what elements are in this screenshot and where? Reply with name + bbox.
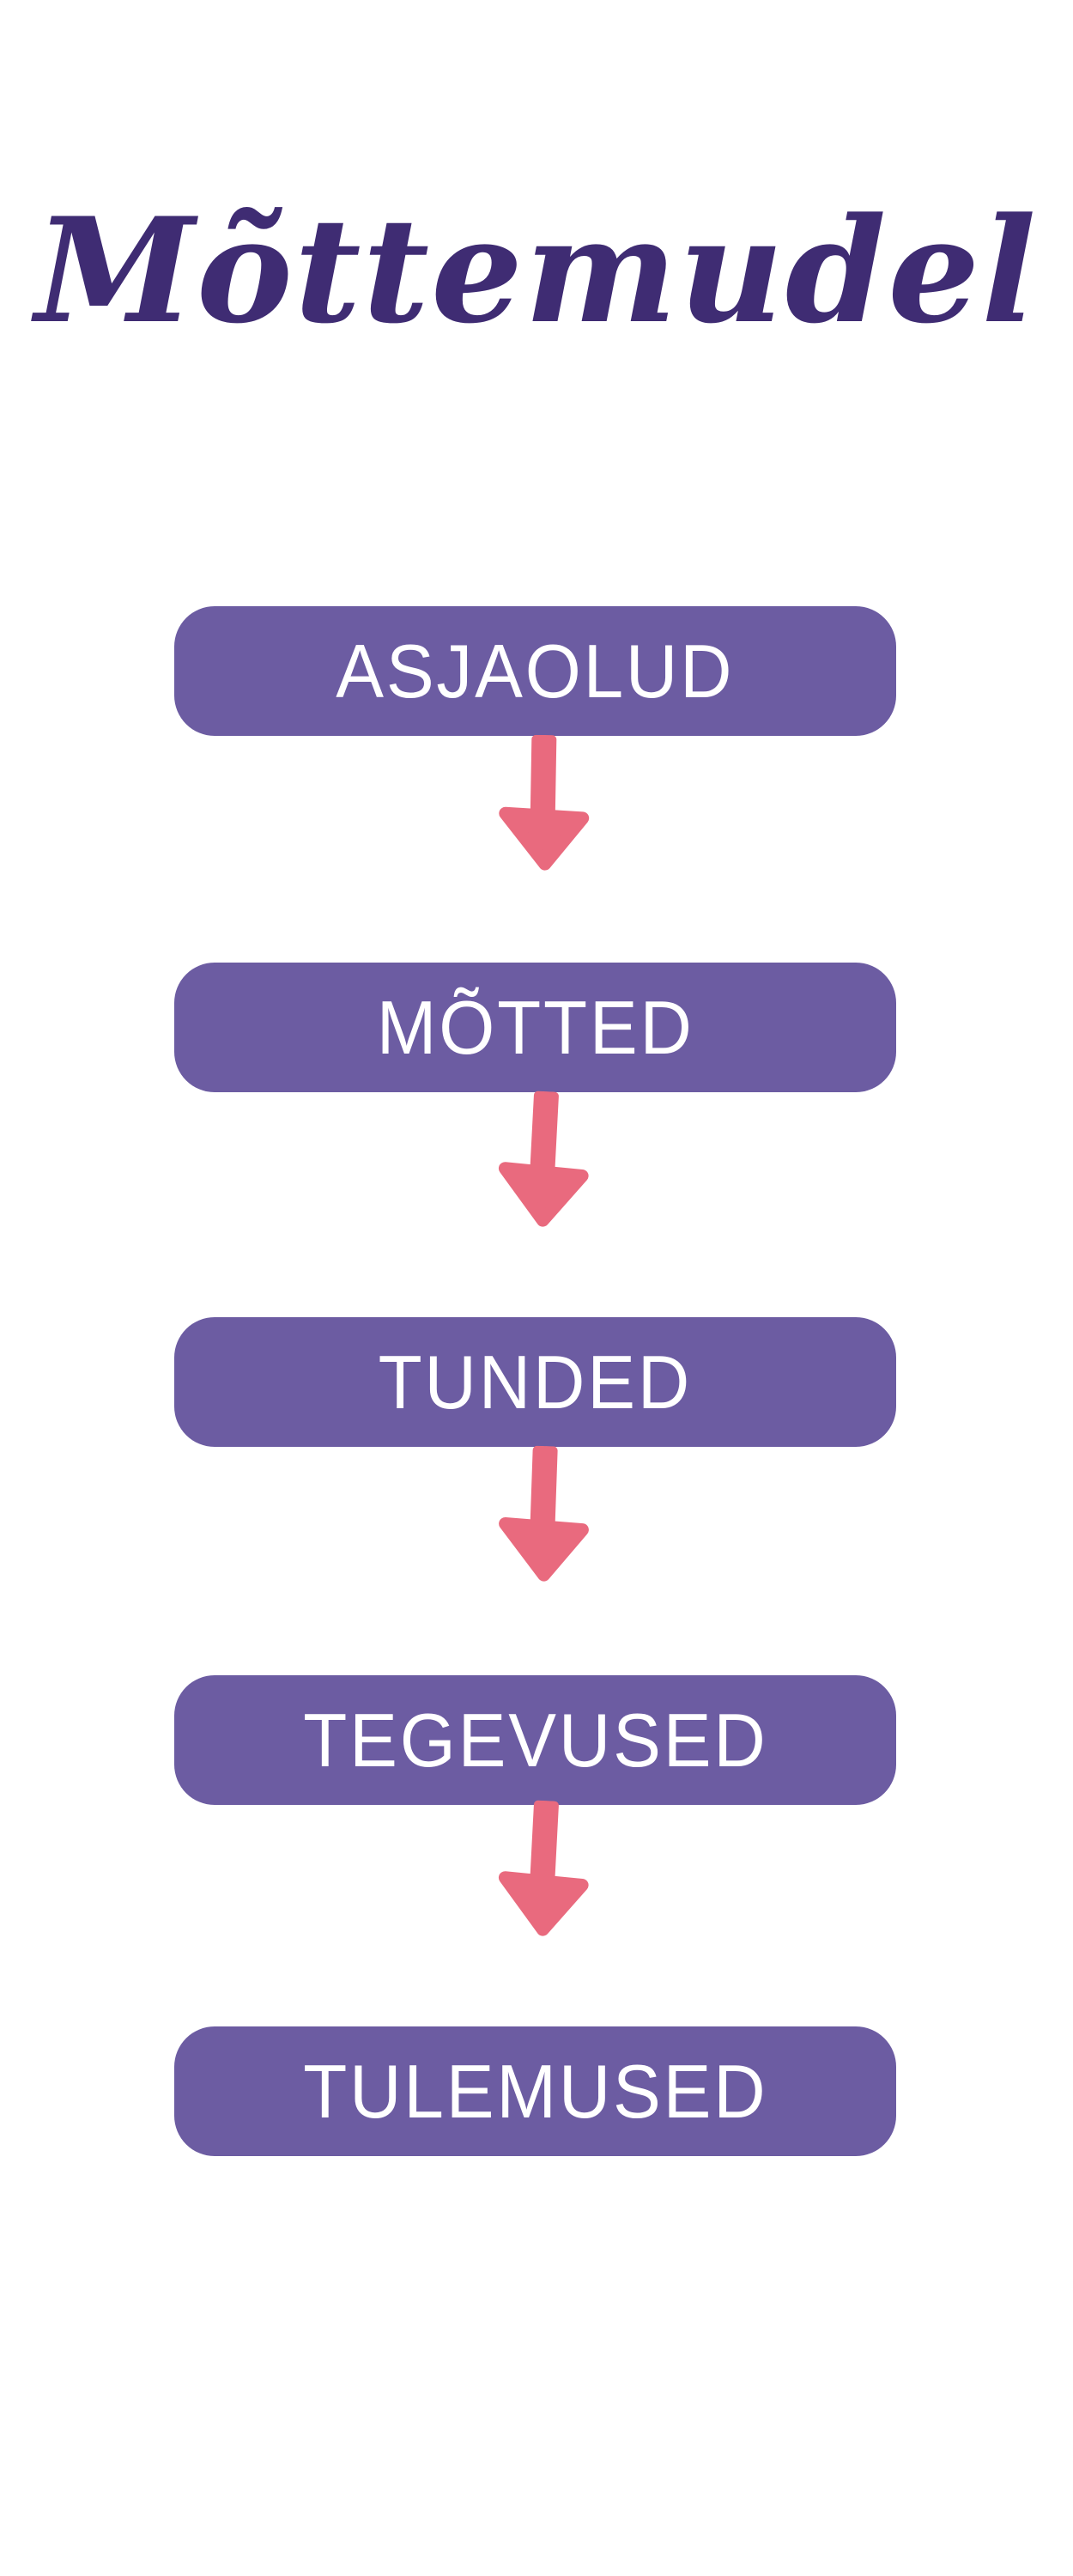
flow-arrow <box>484 1444 601 1585</box>
flow-step-label: TUNDED <box>378 1339 693 1425</box>
flow-step-motted: MÕTTED <box>174 963 896 1092</box>
flow-step-label: TULEMUSED <box>302 2048 768 2134</box>
flow-step-tulemused: TULEMUSED <box>174 2026 896 2156</box>
flow-step-tegevused: TEGEVUSED <box>174 1675 896 1805</box>
flow-step-label: TEGEVUSED <box>302 1697 768 1783</box>
flow-arrow <box>486 734 600 873</box>
down-arrow-icon <box>498 1800 589 1936</box>
flow-step-label: MÕTTED <box>376 984 694 1070</box>
down-arrow-icon <box>499 734 590 871</box>
flow-arrow <box>483 1798 602 1941</box>
flow-arrow <box>483 1089 602 1232</box>
page-title: Mõttemudel <box>34 185 1039 355</box>
flow-step-tunded: TUNDED <box>174 1317 896 1447</box>
down-arrow-icon <box>499 1445 589 1582</box>
flow-step-label: ASJAOLUD <box>336 628 735 714</box>
flow-step-asjaolud: ASJAOLUD <box>174 606 896 736</box>
down-arrow-icon <box>498 1091 589 1227</box>
